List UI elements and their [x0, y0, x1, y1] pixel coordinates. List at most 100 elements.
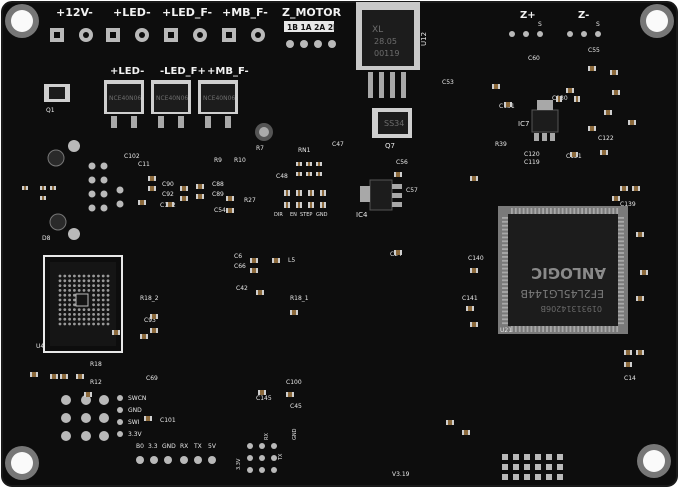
memory-chip-u4: U4 R18: [36, 255, 123, 368]
svg-text:GND: GND: [128, 407, 142, 414]
svg-text:C54: C54: [214, 207, 226, 214]
svg-text:C120: C120: [524, 151, 540, 158]
svg-text:C122: C122: [598, 135, 614, 142]
svg-text:C60: C60: [528, 55, 540, 62]
fpga-brand: ANLOGIC: [531, 264, 606, 282]
svg-text:C88: C88: [212, 181, 224, 188]
left-diode: Q1: [44, 84, 70, 114]
mosfet-row: NCE40N06 NCE40N06 NCE40N06: [104, 80, 238, 128]
uart-header: B0 3.3 GND RX TX 5V: [136, 443, 217, 464]
z-endstop-headers: Z+ Z- S S C60 C55: [509, 10, 601, 62]
svg-text:R18_2: R18_2: [140, 295, 159, 302]
svg-text:C14: C14: [624, 375, 636, 382]
svg-text:U4: U4: [36, 343, 44, 350]
bottom-right-pad-grid: [502, 454, 563, 480]
mosfet-1: NCE40N06: [104, 80, 144, 128]
svg-text:C90: C90: [162, 181, 174, 188]
svg-text:C66: C66: [234, 263, 246, 270]
svg-text:C140: C140: [468, 255, 484, 262]
svg-text:00119: 00119: [374, 49, 399, 58]
svg-text:R18: R18: [90, 361, 102, 368]
svg-text:RX: RX: [264, 433, 270, 440]
svg-text:3.3: 3.3: [148, 443, 158, 450]
svg-text:5V: 5V: [208, 443, 217, 450]
label-led: +LED-: [113, 6, 151, 19]
ic4: IC4: [356, 179, 402, 219]
svg-text:C101: C101: [160, 417, 176, 424]
fpga-anlogic-u21: ANLOGIC EF2L45LG144B 01931314206B U21: [498, 206, 628, 334]
svg-text:R27: R27: [244, 197, 256, 204]
svg-text:C6: C6: [234, 253, 242, 260]
svg-text:RN1: RN1: [298, 147, 311, 154]
smd-components: [22, 66, 648, 435]
svg-text:XL: XL: [372, 25, 383, 35]
svg-text:D8: D8: [42, 235, 51, 242]
svg-text:IC7: IC7: [518, 120, 529, 128]
diode-ss34: SS34 Q7: [372, 108, 412, 150]
svg-text:+LED-: +LED-: [110, 66, 144, 77]
svg-text:R9: R9: [214, 157, 222, 164]
top-header-pads: [50, 28, 336, 48]
svg-text:-LED_F+: -LED_F+: [160, 66, 206, 77]
svg-text:EN: EN: [290, 212, 297, 218]
svg-text:R12: R12: [90, 379, 102, 386]
svg-text:GND: GND: [292, 428, 298, 440]
svg-text:RX: RX: [180, 443, 188, 450]
svg-text:C102: C102: [124, 153, 140, 160]
potentiometer-r7: R7: [255, 123, 273, 152]
svg-text:C47: C47: [332, 141, 344, 148]
debug-header-left: SWCN GND SWI 3.3V: [61, 395, 146, 441]
svg-text:Z-: Z-: [578, 10, 589, 21]
fpga-part: EF2L45LG144B: [520, 287, 604, 300]
mosfet-2: NCE40N06: [151, 80, 191, 128]
svg-text:Z+: Z+: [520, 10, 536, 21]
svg-text:STEP: STEP: [300, 212, 312, 218]
top-header-labels: +12V- +LED- +LED_F- +MB_F- Z_MOTOR 1B 1A…: [56, 6, 342, 32]
svg-text:NCE40N06: NCE40N06: [156, 95, 188, 102]
svg-text:Q7: Q7: [385, 142, 395, 150]
svg-text:C119: C119: [524, 159, 540, 166]
svg-text:R39: R39: [495, 141, 507, 148]
svg-text:C48: C48: [276, 173, 288, 180]
svg-text:U12: U12: [420, 32, 428, 46]
svg-text:C141: C141: [462, 295, 478, 302]
svg-text:NCE40N06: NCE40N06: [109, 95, 141, 102]
mosfet-3: NCE40N06: [198, 80, 238, 128]
svg-text:C55: C55: [588, 47, 600, 54]
fpga-lot: 01931314206B: [541, 304, 602, 313]
svg-text:TX: TX: [278, 453, 284, 461]
svg-text:28.05: 28.05: [374, 37, 397, 46]
label-z-motor: Z_MOTOR: [282, 6, 342, 19]
svg-text:S: S: [596, 21, 600, 28]
svg-text:L5: L5: [288, 257, 295, 264]
svg-text:B0: B0: [136, 443, 144, 450]
svg-text:TX: TX: [193, 443, 202, 450]
svg-text:C92: C92: [162, 191, 174, 198]
mosfet-labels: +LED- -LED_F+ +MB_F-: [110, 66, 249, 77]
label-led-f: +LED_F-: [162, 6, 212, 19]
svg-text:C56: C56: [396, 159, 408, 166]
svg-text:C69: C69: [146, 375, 158, 382]
svg-text:SS34: SS34: [384, 119, 404, 128]
svg-text:SWI: SWI: [128, 419, 140, 426]
svg-text:C45: C45: [290, 403, 302, 410]
svg-text:NCE40N06: NCE40N06: [203, 95, 235, 102]
svg-text:3.3V: 3.3V: [128, 431, 143, 438]
svg-text:C93: C93: [144, 317, 156, 324]
svg-text:C145: C145: [256, 395, 272, 402]
svg-text:V3.19: V3.19: [392, 471, 410, 478]
svg-text:+MB_F-: +MB_F-: [207, 66, 249, 77]
svg-text:R10: R10: [234, 157, 246, 164]
label-12v: +12V-: [56, 6, 93, 19]
svg-text:C139: C139: [620, 201, 636, 208]
svg-text:C53: C53: [442, 79, 454, 86]
svg-text:DIR: DIR: [274, 212, 283, 218]
svg-text:GND: GND: [316, 212, 328, 218]
label-mb-f: +MB_F-: [222, 6, 268, 19]
svg-text:GND: GND: [162, 443, 176, 450]
svg-text:SWCN: SWCN: [128, 395, 146, 402]
svg-text:R7: R7: [256, 145, 264, 152]
